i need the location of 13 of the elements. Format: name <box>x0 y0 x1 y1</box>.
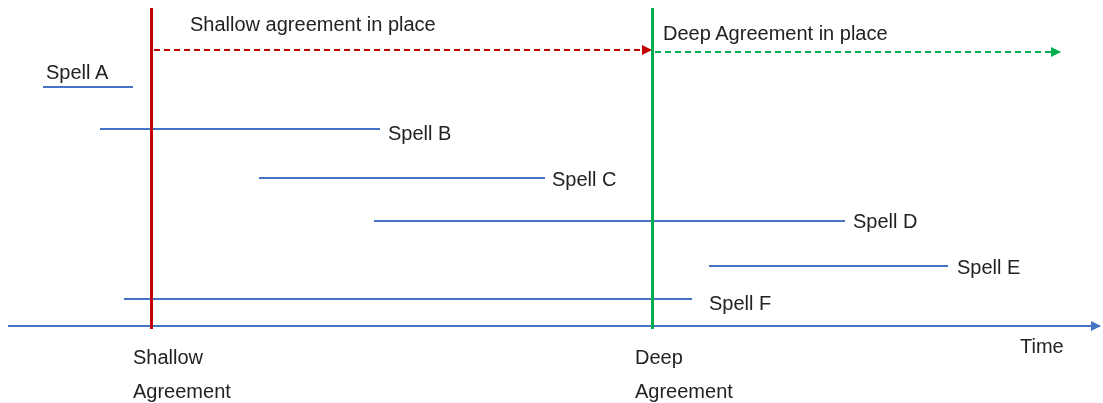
spell-label: Spell F <box>709 291 772 315</box>
spell-label: Spell B <box>388 121 452 145</box>
milestone-label: Deep Agreement <box>635 345 734 403</box>
spell-label: Spell A <box>46 60 109 84</box>
spell-label: Spell C <box>552 167 617 191</box>
period-arrow <box>654 47 1061 57</box>
axis-label: Time <box>1020 334 1064 358</box>
spell-label: Spell E <box>957 255 1021 279</box>
edge-label: Deep Agreement in place <box>663 21 888 45</box>
edge-label: Shallow agreement in place <box>190 12 436 36</box>
spell-label: Spell D <box>853 209 918 233</box>
period-arrow <box>153 45 652 55</box>
milestone-label: Shallow Agreement <box>133 345 232 403</box>
